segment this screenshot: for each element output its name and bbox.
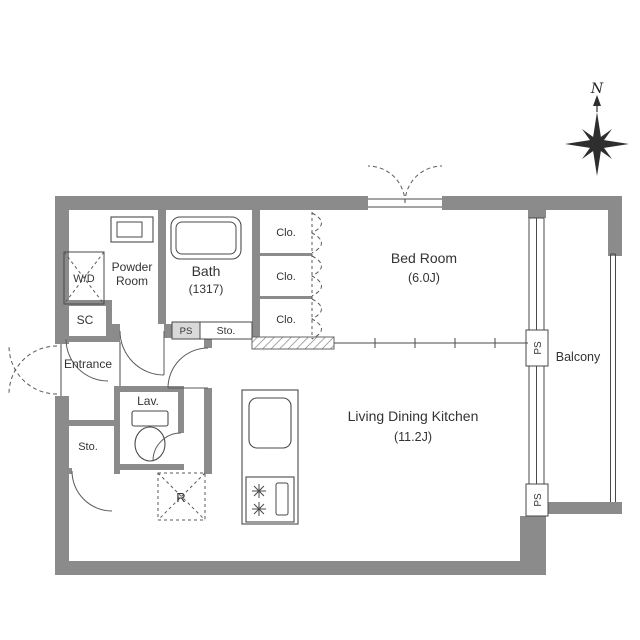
casement-window-swing (367, 165, 406, 204)
wall-segment (442, 196, 622, 210)
bathtub-inner (175, 221, 237, 255)
wall-segment (528, 210, 546, 218)
closet-label-3: Clo. (276, 314, 296, 326)
entrance-top-wall (58, 336, 120, 342)
ps-hall-label: PS (180, 326, 193, 337)
wall-segment (55, 561, 546, 575)
bath-size-label: (1317) (189, 282, 224, 296)
wall-segment (112, 324, 120, 338)
refrigerator-space-box (157, 472, 206, 521)
closet-label-2: Clo. (276, 271, 296, 283)
washer-dryer-label: W/D (73, 273, 94, 285)
compass-rose: N (565, 81, 629, 176)
ps-right-upper-label: PS (533, 341, 544, 355)
sc-top-wall (58, 300, 112, 306)
entrance-door-swing (8, 345, 58, 395)
refrigerator-diagonal (157, 472, 206, 521)
balcony-bottom-wall (546, 502, 622, 514)
powder-door-swing (119, 330, 165, 376)
ps-right-lower-label: PS (533, 493, 544, 507)
shoe-closet-label: SC (77, 313, 94, 327)
closet-shelf-divider (260, 296, 312, 299)
wall-segment (528, 516, 546, 561)
north-label: N (590, 81, 604, 97)
storage-entrance-label: Sto. (78, 441, 98, 453)
closet-bifold-door (310, 298, 322, 340)
north-arrow-head (593, 95, 601, 106)
ldk-size-label: (11.2J) (394, 430, 432, 444)
sto-hall-box (199, 321, 253, 340)
entrance-label: Entrance (64, 357, 112, 371)
door-swings (65, 330, 209, 512)
lav-right-wall (178, 386, 184, 433)
lav-door-swing (152, 432, 182, 462)
closet-bifold-door (310, 212, 322, 254)
entrance-door-swing (8, 345, 58, 395)
bath-label: Bath (192, 263, 221, 279)
storage-top-wall (62, 420, 114, 426)
closet-label-1: Clo. (276, 227, 296, 239)
powder-room-label-line2: Room (116, 274, 148, 288)
compass-spike-east (597, 139, 629, 149)
closet-bifold-door (310, 255, 322, 297)
compass-spike-north (592, 112, 602, 144)
vanity-fixture (110, 216, 154, 243)
bedroom-label: Bed Room (391, 250, 457, 266)
room-labels: Bath (1317) Powder Room W/D SC Entrance … (64, 227, 601, 507)
vanity-inner (116, 221, 143, 238)
hall-wall-stub (204, 339, 212, 348)
ps-right-lower-box (525, 483, 549, 517)
compass-spike-south (592, 144, 602, 176)
walls (55, 196, 622, 575)
lav-left-wall (114, 386, 120, 474)
washer-dryer-space (63, 251, 105, 305)
bathtub (170, 216, 242, 260)
wall-segment (55, 196, 368, 210)
compass-spike-sw (582, 141, 600, 159)
bath-left-wall (158, 210, 166, 324)
wall-segment (55, 396, 69, 575)
kitchen-sink (248, 397, 292, 449)
lav-bottom-wall (114, 464, 184, 470)
bath-closet-wall (252, 210, 260, 337)
bedroom-size-label: (6.0J) (408, 271, 440, 285)
refrigerator-label: R (176, 490, 185, 505)
wall-segment (252, 324, 260, 337)
compass-spike-west (565, 139, 597, 149)
toilet-bowl (134, 426, 166, 462)
lavatory-label: Lav. (137, 394, 159, 408)
sc-right-wall (106, 300, 112, 342)
sc-door-swing (65, 338, 109, 382)
lav-top-wall (114, 386, 184, 392)
sliding-partition (334, 338, 528, 348)
fixtures (110, 216, 299, 525)
burner-icon (252, 484, 266, 498)
hall-door-swing (167, 347, 209, 389)
wall-segment (608, 196, 622, 256)
storage-door-swing (71, 470, 113, 512)
storage-hall-label: Sto. (217, 325, 236, 337)
grill-icon (275, 482, 289, 516)
casement-window-swing (404, 165, 443, 204)
powder-room-label-line1: Powder (112, 260, 153, 274)
balcony-label: Balcony (556, 350, 601, 364)
ldk-label: Living Dining Kitchen (348, 408, 479, 424)
hall-ldk-wall (204, 388, 212, 474)
washer-dryer-diagonal (63, 251, 105, 305)
storage-bottom-stub (62, 468, 72, 474)
closet-shelf-divider (260, 253, 312, 256)
windows-and-railing (60, 198, 616, 502)
dashed-symbols (8, 165, 443, 521)
ps-right-upper-box (525, 329, 549, 367)
refrigerator-diagonal (157, 472, 206, 521)
hatched-wall-stub (251, 336, 335, 350)
wall-segment (55, 196, 69, 344)
burner-icon (252, 502, 266, 516)
toilet-tank (131, 410, 169, 427)
